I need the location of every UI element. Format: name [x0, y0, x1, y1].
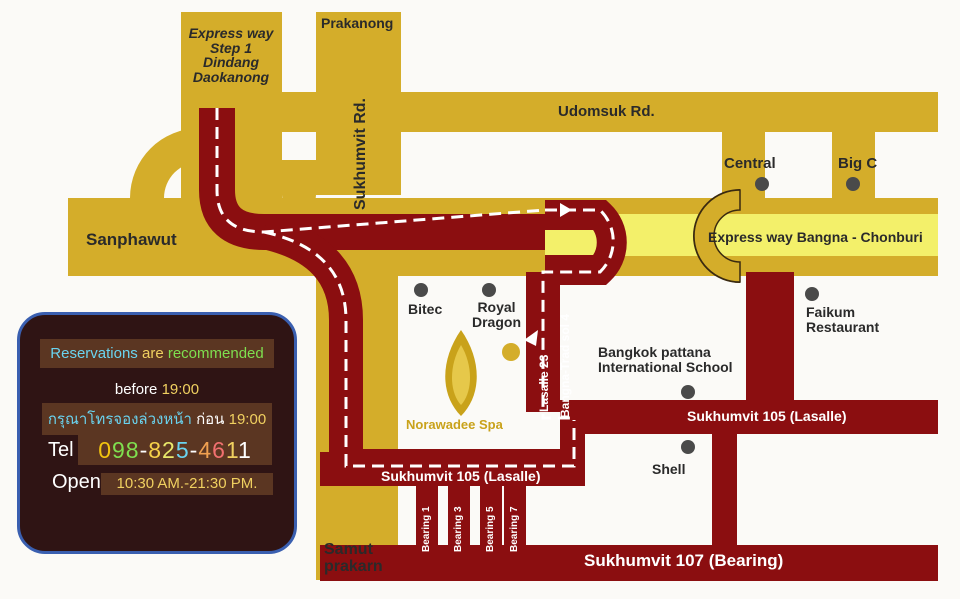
udomsuk-road: [232, 92, 938, 132]
phone-digit: 2: [162, 437, 176, 463]
label-bigc: Big C: [838, 155, 878, 172]
sukhumvit105-road-right: [560, 400, 938, 434]
norawadee-logo-inner: [452, 345, 470, 405]
info-box: Reservations are recommended before 19:0…: [17, 312, 297, 554]
label-expressway-step1: Express way Step 1 Dindang Daokanong: [188, 25, 274, 86]
phone-digit: -: [189, 437, 199, 463]
thai-bg: กรุณาโทรจองล่วงหน้า ก่อน 19:00: [41, 403, 273, 435]
thai-before: ก่อน: [196, 411, 225, 428]
label-sukhumvit105-bottom: Sukhumvit 105 (Lasalle): [381, 468, 541, 484]
phone-number[interactable]: 098-825-4611: [78, 435, 272, 465]
shell-road: [712, 432, 737, 546]
expressway-toll-ring: [693, 189, 741, 283]
phone-digit: 5: [175, 437, 190, 463]
reservations-word: Reservations: [50, 345, 138, 362]
bearing5-road: [480, 486, 502, 546]
label-sukhumvit107: Sukhumvit 107 (Bearing): [584, 551, 784, 570]
label-sukhumvit-rd: Sukhumvit Rd.: [352, 97, 369, 210]
phone-digit: 8: [125, 437, 140, 463]
thai-row: กรุณาโทรจองล่วงหน้า ก่อน 19:00: [20, 403, 294, 435]
small-loop: [282, 160, 316, 212]
royal-dragon-gold-dot: [502, 343, 520, 361]
label-norawadee-spa: Norawadee Spa: [406, 417, 503, 432]
bearing7-road: [504, 486, 526, 546]
label-shell: Shell: [652, 461, 686, 477]
label-udomsuk: Udomsuk Rd.: [558, 103, 655, 120]
phone-digit: 8: [148, 437, 163, 463]
phone-digit: 9: [111, 437, 126, 463]
label-samut-prakarn: Samut prakarn: [324, 541, 383, 575]
recommended-word: recommended: [167, 345, 264, 362]
route-arrow-spa: [524, 330, 538, 346]
shell-marker: [681, 440, 695, 454]
curve-ramp: [130, 128, 200, 198]
reservations-bg: Reservations are recommended: [40, 339, 274, 368]
central-marker: [755, 177, 769, 191]
label-faikum: Faikum Restaurant: [806, 304, 880, 335]
thai-label: กรุณาโทรจองล่วงหน้า: [47, 411, 192, 428]
label-bangna-trad: Bangna-Trad sol 4: [558, 313, 572, 418]
sukhumvit107-road: [320, 545, 938, 581]
bigc-marker: [846, 177, 860, 191]
open-hours: 10:30 AM.-21:30 PM.: [101, 473, 273, 495]
open-label: Open: [52, 471, 101, 493]
label-royal-dragon: Royal Dragon: [472, 299, 521, 330]
bearing3-road: [448, 486, 470, 546]
label-central: Central: [724, 155, 776, 172]
label-sanphawut: Sanphawut: [86, 230, 177, 249]
label-bearing3: Bearing 3: [453, 506, 464, 552]
are-word: are: [141, 345, 164, 362]
label-bearing7: Bearing 7: [509, 506, 520, 552]
bangkok-pattana-marker: [681, 385, 695, 399]
phone-digit: 6: [212, 437, 226, 463]
royal-dragon-marker: [482, 283, 496, 297]
label-prakanong: Prakanong: [321, 15, 394, 31]
reservations-row: Reservations are recommended: [20, 339, 294, 368]
label-express-bangna: Express way Bangna - Chonburi: [708, 229, 923, 245]
before-time: 19:00: [161, 381, 200, 398]
route-arrow-east: [560, 203, 572, 217]
bearing1-road: [416, 486, 438, 546]
label-bitec: Bitec: [408, 301, 443, 317]
phone-digit: 4: [198, 437, 213, 463]
phone-digit: 1: [238, 437, 252, 463]
faikum-road: [746, 272, 794, 402]
label-lasalle23: Lasalle 23: [537, 354, 551, 412]
label-bearing1: Bearing 1: [421, 506, 432, 552]
label-sukhumvit105-right: Sukhumvit 105 (Lasalle): [687, 408, 847, 424]
before-row: before 19:00: [20, 381, 294, 398]
label-bearing5: Bearing 5: [485, 506, 496, 552]
faikum-marker: [805, 287, 819, 301]
tel-label: Tel: [48, 439, 74, 461]
before-label: before: [114, 381, 158, 398]
phone-digit: 0: [98, 437, 112, 463]
phone-digit: 1: [225, 437, 238, 463]
bitec-marker: [414, 283, 428, 297]
label-bangkok-pattana: Bangkok pattana International School: [598, 344, 733, 375]
thai-time: 19:00: [228, 411, 267, 428]
route-dashes: [215, 108, 615, 468]
phone-digit: -: [139, 437, 149, 463]
